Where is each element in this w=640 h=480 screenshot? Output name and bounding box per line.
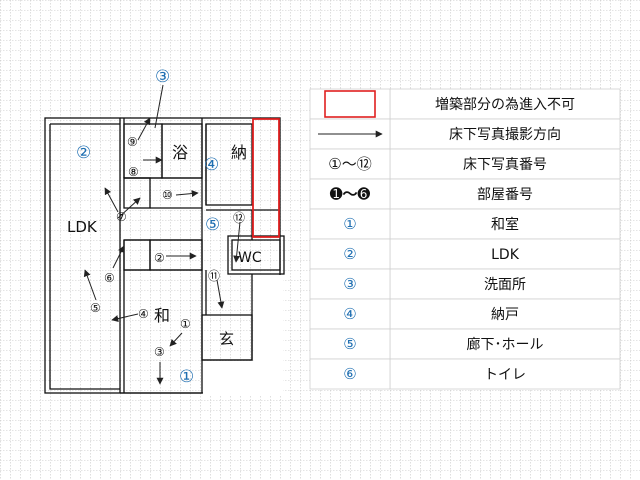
room-label-entrance: 玄 [219,330,234,348]
photo-marker-5: ⑤ [90,301,101,315]
legend-symbol-cell [309,328,391,360]
legend-row-cell [389,118,621,150]
legend-row: ⑥ トイレ [309,358,621,390]
photo-marker-10: ⑩ [162,188,173,202]
legend-symbol-text: ➊～➏ [330,185,371,203]
extension-no-entry-area [252,118,280,238]
legend-description: 廊下･ホール [467,336,544,353]
photo-marker-6: ⑥ [104,271,115,285]
room-number-2: ② [76,143,91,163]
legend-description: 床下写真番号 [463,157,547,173]
wc-outer-wall [227,235,285,275]
legend-symbol-text: ② [343,245,356,263]
legend-symbol-text: ⑤ [343,335,356,353]
photo-marker-4: ④ [138,307,149,321]
arrow-9 [137,117,151,141]
legend-symbol-text: ⑥ [343,365,356,383]
legend-symbol-cell [309,298,391,330]
inner-wall-left [49,124,120,390]
legend-description: 部屋番号 [477,187,533,203]
legend-symbol-cell [309,268,391,300]
legend-row: ①～⑫ 床下写真番号 [309,148,621,180]
arrow-3 [154,84,164,129]
room-label-wc: WC [238,250,262,266]
room-label-washitsu: 和 [154,306,170,325]
arrow-10 [175,190,199,198]
corridor-box-a [123,177,151,209]
photo-direction-arrows [83,84,241,385]
legend-description: 洗面所 [484,277,526,293]
arrow-11 [216,279,225,309]
room-number-5: ⑤ [205,215,220,235]
legend-symbol-text: ④ [343,305,356,323]
legend-description: 床下写真撮影方向 [449,126,561,143]
arrow-7b [117,197,141,219]
legend-row-cell [389,298,621,330]
legend-row-cell [389,88,621,120]
legend-row: ④ 納戸 [309,298,621,330]
legend-symbol-text: ①～⑫ [328,155,371,173]
legend-symbol-cell [309,178,391,210]
legend-red-box-symbol [324,90,376,118]
arrow-4 [111,313,139,322]
legend-row: ③ 洗面所 [309,268,621,300]
photo-marker-3: ③ [154,345,165,359]
outer-mask-2 [255,275,283,361]
photo-marker-7: ⑦ [116,210,127,224]
legend-row: ① 和室 [309,208,621,240]
arrow-7 [104,187,119,213]
wc-wall [231,239,281,271]
outer-fix [120,315,253,394]
legend-row-cell [389,148,621,180]
legend-symbol-text: ① [343,215,356,233]
legend-description: LDK [491,247,520,263]
legend-row: ➊～➏ 部屋番号 [309,178,621,210]
arrow-12 [233,221,241,263]
corridor-box-b [123,239,151,271]
photo-marker-11: ⑪ [208,269,220,283]
legend-row: 床下写真撮影方向 [309,118,621,150]
room-number-4: ④ [204,155,219,175]
legend-symbol-text: ③ [343,275,356,293]
legend-row-cell [389,178,621,210]
legend-description: 和室 [491,216,519,233]
room-number-1: ① [179,367,194,387]
photo-marker-1: ① [180,317,191,331]
legend-row: ② LDK [309,238,621,270]
legend-description: トイレ [484,367,526,383]
legend-description: 納戸 [491,307,519,323]
photo-marker-8: ⑧ [128,165,139,179]
arrow-1 [169,332,183,347]
outer-mask [203,361,283,395]
photo-marker-2: ② [154,251,165,265]
legend-row-cell [389,358,621,390]
legend-symbol-cell [309,358,391,390]
legend-description: 増築部分の為進入不可 [435,97,575,113]
room-label-ldk: LDK [67,218,98,236]
room-label-bath: 浴 [172,143,188,162]
legend-symbol-cell [309,88,391,120]
storage-wall [205,123,253,206]
photo-marker-12: ⑫ [233,211,245,225]
legend-row: 増築部分の為進入不可 [309,88,621,120]
room-label-storage: 納 [231,143,247,162]
room-number-3: ③ [155,67,170,87]
arrow-6 [112,245,125,269]
arrow-5 [83,269,97,301]
legend-row: ⑤ 廊下･ホール [309,328,621,360]
photo-marker-9: ⑨ [127,135,138,149]
legend-row-cell [389,208,621,240]
